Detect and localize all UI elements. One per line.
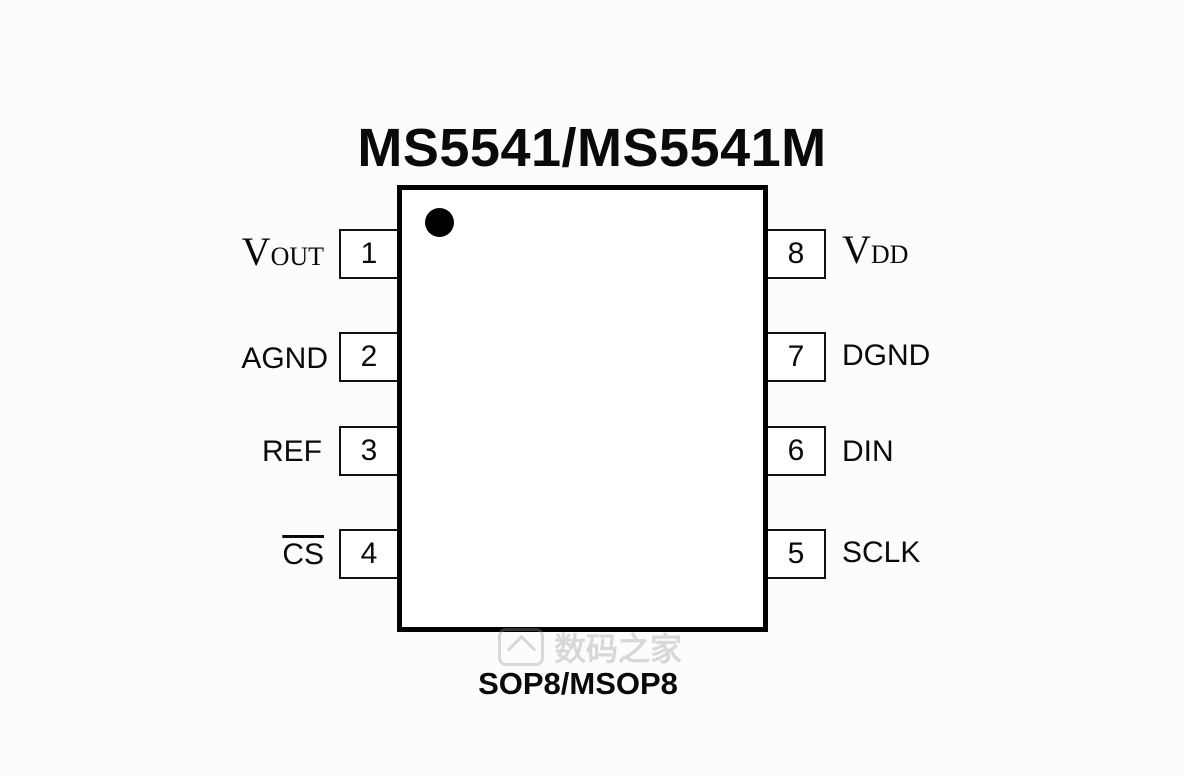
pin-5-number: 5 xyxy=(787,537,805,570)
pin-6-label: DIN xyxy=(842,435,894,468)
pin-8-label-main: V xyxy=(842,227,871,272)
pin1-dot-icon xyxy=(425,208,454,237)
pin-8-number: 8 xyxy=(787,237,805,270)
pin-1-label: VOUT xyxy=(232,232,324,275)
pin-2-number: 2 xyxy=(360,340,378,373)
pin-3-number: 3 xyxy=(360,434,378,467)
pin-1-number: 1 xyxy=(360,237,378,270)
pin-2-box: 2 xyxy=(339,332,397,382)
pin-6-number: 6 xyxy=(787,434,805,467)
pin-4-label-text: CS xyxy=(282,538,324,571)
pin-8-label-sub: DD xyxy=(870,240,909,269)
chip-body xyxy=(397,185,768,632)
pin-4-box: 4 xyxy=(339,529,397,579)
pin-2-label: AGND xyxy=(241,342,328,375)
watermark: 数码之家 xyxy=(498,628,682,667)
pin-4-label: CS xyxy=(200,537,324,573)
pin-7-box: 7 xyxy=(768,332,826,382)
package-label: SOP8/MSOP8 xyxy=(478,666,678,701)
pin-6-box: 6 xyxy=(768,426,826,476)
pin-1-label-main: V xyxy=(241,229,271,274)
pin-3-label: REF xyxy=(262,435,322,468)
pin-8-box: 8 xyxy=(768,229,826,279)
pin-1-label-sub: OUT xyxy=(270,242,324,271)
pin-8-label: VDD xyxy=(842,230,909,273)
pin-3-box: 3 xyxy=(339,426,397,476)
chip-title: MS5541/MS5541M xyxy=(357,118,827,178)
pin-5-box: 5 xyxy=(768,529,826,579)
house-logo-icon xyxy=(498,628,544,666)
pin-5-label: SCLK xyxy=(842,536,921,569)
pin-7-label: DGND xyxy=(842,339,931,372)
pin-4-number: 4 xyxy=(360,537,378,570)
pin-7-number: 7 xyxy=(787,340,805,373)
pin-1-box: 1 xyxy=(339,229,397,279)
